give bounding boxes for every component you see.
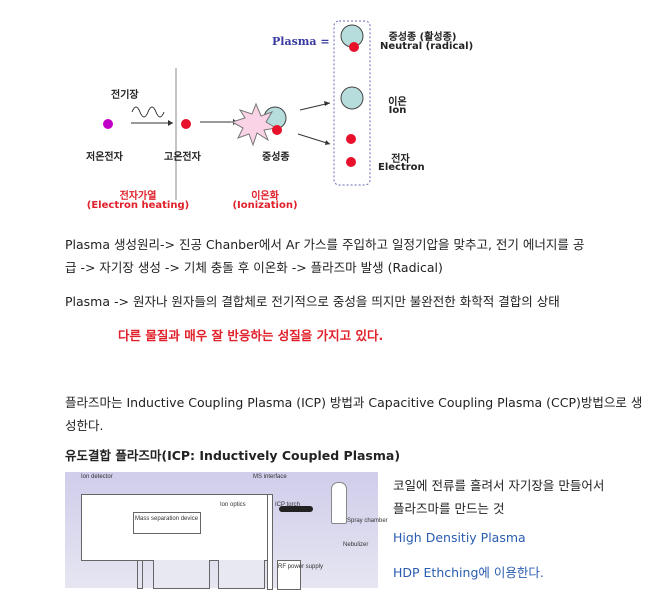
electron-ko: 전자 (391, 154, 410, 165)
neutral-radical-en: Neutral (radical) (380, 41, 474, 52)
electron-en: Electron (378, 162, 425, 173)
ionization-en: (Ionization) (232, 200, 298, 211)
rf-power-label: RF power supply (278, 564, 324, 570)
ion-optics-label: Ion optics (220, 502, 246, 508)
ion-ko: 이온 (388, 97, 407, 108)
paragraph-methods-1: 플라즈마는 Inductive Coupling Plasma (ICP) 방법… (65, 395, 643, 410)
neutral-radical-ko: 중성종 (활성종) (388, 32, 457, 43)
icp-torch-label: ICP torch (275, 502, 300, 508)
mass-separation-label: Mass separation device (135, 516, 199, 522)
paragraph-plasma-definition: Plasma -> 원자나 원자들의 결합체로 전기적으로 중성을 띄지만 불완… (65, 294, 560, 309)
neutral-label: 중성종 (262, 152, 290, 163)
hot-electron-label: 고온전자 (164, 152, 201, 163)
paragraph-methods-2: 성한다. (65, 418, 104, 433)
paragraph-plasma-principle-2: 급 -> 자기장 생성 -> 기체 충돌 후 이온화 -> 플라즈마 발생 (R… (65, 260, 443, 275)
ion-en: Ion (388, 105, 407, 116)
field-label: 전기장 (111, 90, 139, 101)
paragraph-reactivity-note: 다른 물질과 매우 잘 반응하는 성질을 가지고 있다. (118, 328, 384, 343)
ion-detector-label: Ion detector (81, 474, 113, 480)
ms-interface-label: MS interface (253, 474, 287, 480)
heating-ko: 전자가열 (119, 191, 157, 202)
spray-chamber-label: Spray chamber (347, 518, 388, 524)
paragraph-plasma-principle-1: Plasma 생성원리-> 진공 Chanber에서 Ar 가스를 주입하고 일… (65, 237, 585, 252)
icp-desc-3: High Densitiy Plasma (393, 530, 526, 545)
diagram-graphics (103, 20, 371, 200)
heating-en: (Electron heating) (86, 200, 190, 211)
icp-desc-1: 코일에 전류를 흘려서 자기장을 만들어서 (393, 478, 605, 493)
icp-desc-4: HDP Ethching에 이용한다. (393, 565, 544, 580)
ionization-ko: 이온화 (251, 191, 279, 202)
nebulizer-label: Nebulizer (343, 542, 369, 548)
icp-desc-2: 플라즈마를 만드는 것 (393, 501, 505, 516)
plasma-equals-label: Plasma = (272, 35, 330, 48)
icp-heading: 유도결합 플라즈마(ICP: Inductively Coupled Plasm… (65, 448, 401, 463)
icp-diagram: Ion detector MS interface Ion optics ICP… (65, 472, 388, 590)
cold-electron-label: 저온전자 (86, 152, 123, 163)
